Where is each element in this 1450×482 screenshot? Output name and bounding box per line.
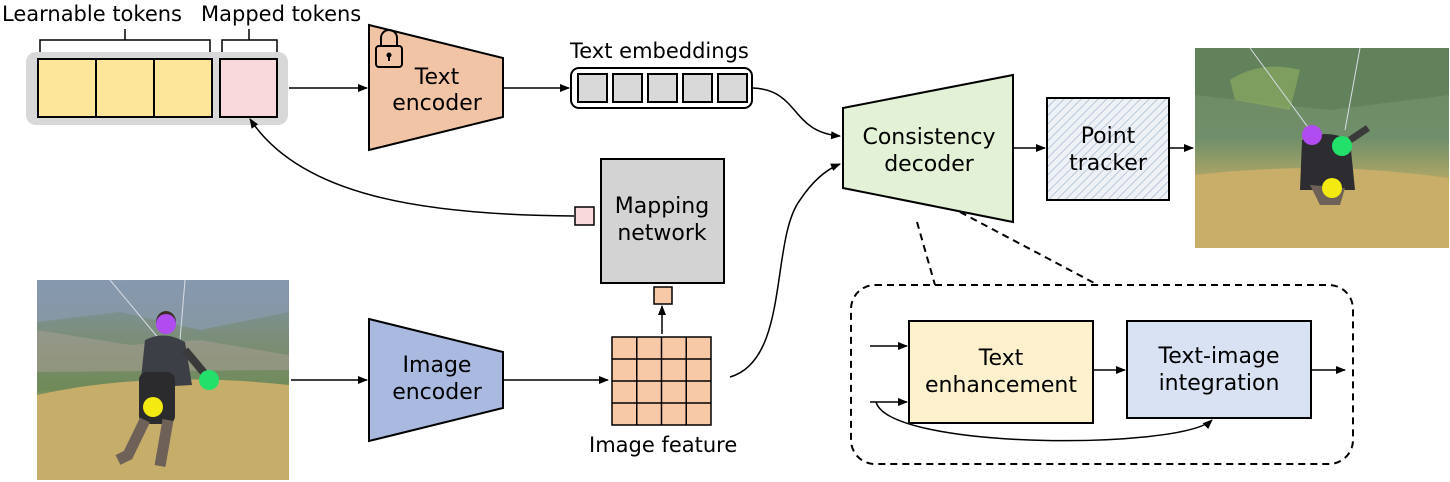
- input-image: [37, 279, 289, 480]
- query-point-yellow: [143, 397, 163, 417]
- image-feature-label: Image feature: [589, 433, 737, 457]
- learnable-token: [153, 58, 213, 118]
- mapping-network-label: network: [617, 221, 707, 246]
- learnable-token: [37, 58, 97, 118]
- consistency-decoder-label: Consistency: [862, 125, 995, 150]
- mapped-tokens-label: Mapped tokens: [201, 2, 361, 26]
- mapping-network-label: Mapping: [615, 194, 709, 219]
- output-image: [1195, 47, 1449, 248]
- point-tracker-label: tracker: [1069, 151, 1148, 176]
- arrows: [249, 84, 1346, 442]
- image-encoder-label: Image: [403, 353, 472, 378]
- arrow-mapping-to-mapped-token: [249, 118, 575, 217]
- mapping-network-block: [600, 158, 725, 284]
- text-image-integration-label: integration: [1159, 371, 1280, 396]
- detail-connector-left: [916, 221, 936, 286]
- tracked-point-yellow: [1322, 178, 1342, 198]
- text-enhancement-label: enhancement: [925, 373, 1077, 398]
- query-point-green: [199, 370, 219, 390]
- point-tracker-block: [1046, 97, 1170, 201]
- text-encoder-label: Text: [414, 65, 460, 90]
- learnable-token: [95, 58, 155, 118]
- arrow-embeddings-to-decoder: [752, 87, 841, 140]
- text-embedding-cells: [577, 73, 748, 103]
- text-embeddings-label: Text embeddings: [569, 39, 749, 63]
- consistency-decoder-label: decoder: [884, 152, 975, 177]
- query-point-purple: [156, 314, 176, 334]
- arrow-skip-to-integration: [875, 401, 1213, 442]
- embedding-cell: [682, 73, 713, 103]
- embedding-cell: [612, 73, 643, 103]
- embedding-cell: [647, 73, 678, 103]
- text-image-integration-block: [1126, 320, 1312, 419]
- mapped-token-small: [574, 206, 595, 226]
- image-encoder-block: [368, 317, 504, 443]
- learnable-tokens-brace: [39, 29, 211, 52]
- text-encoder-label: encoder: [392, 91, 483, 116]
- detail-connector-right: [959, 211, 1099, 286]
- text-enhancement-block: [908, 320, 1094, 424]
- image-encoder-label: encoder: [392, 380, 483, 405]
- text-image-integration-label: Text-image: [1158, 344, 1280, 369]
- text-enhancement-label: Text: [978, 346, 1024, 371]
- image-feature-grid: [611, 336, 712, 426]
- mapped-token: [219, 58, 278, 118]
- feature-token-small: [653, 286, 673, 305]
- token-group: [26, 52, 288, 125]
- learnable-tokens-label: Learnable tokens: [2, 2, 182, 26]
- arrow-feature-to-decoder: [729, 163, 841, 378]
- tracked-point-green: [1332, 136, 1352, 156]
- embedding-cell: [717, 73, 748, 103]
- embedding-cell: [577, 73, 608, 103]
- mapped-tokens-brace: [221, 29, 278, 52]
- tracked-point-purple: [1302, 125, 1322, 145]
- decoder-detail-box: [850, 284, 1354, 465]
- consistency-decoder-block: [842, 73, 1014, 224]
- lock-icon: [375, 29, 403, 68]
- point-tracker-label: Point: [1081, 124, 1136, 149]
